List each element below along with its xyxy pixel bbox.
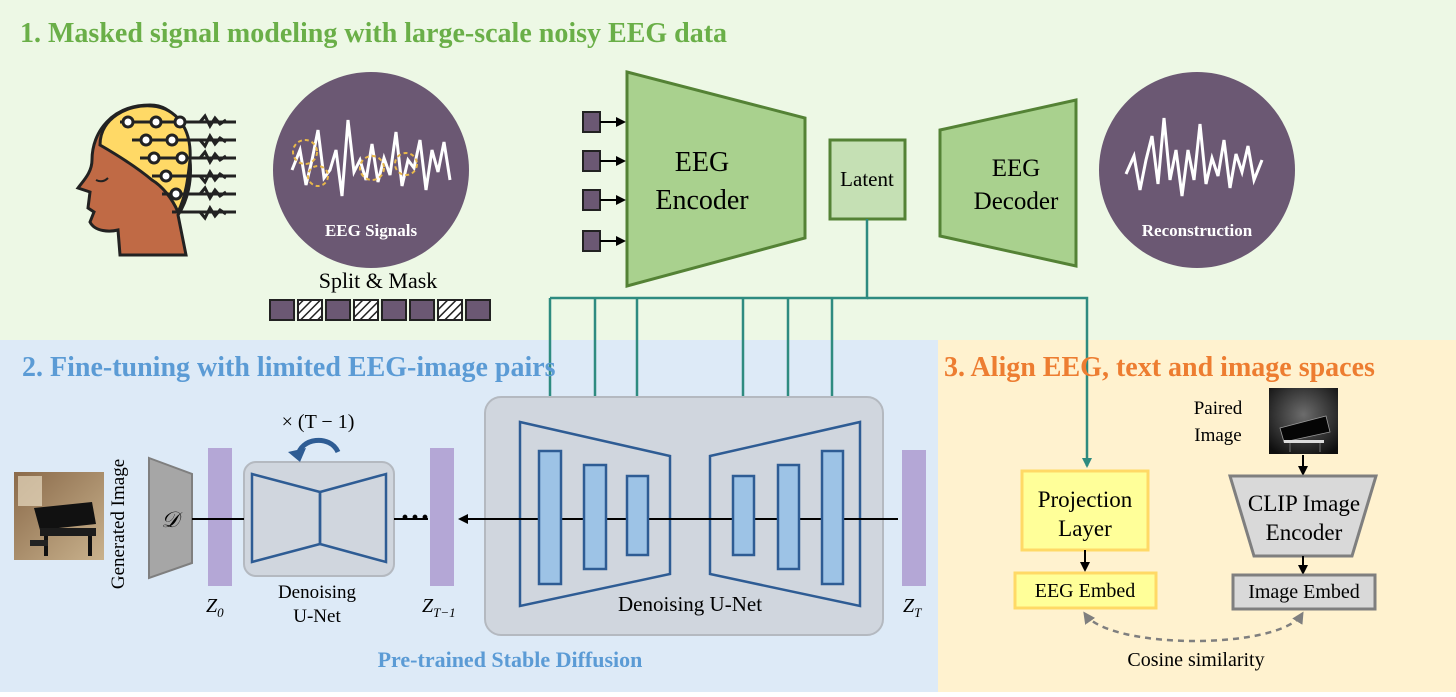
reconstruction-label: Reconstruction bbox=[1142, 221, 1253, 240]
encoder-input-tokens bbox=[582, 111, 626, 252]
repeat-label: × (T − 1) bbox=[282, 411, 355, 433]
decoder-label-2: Decoder bbox=[974, 188, 1059, 215]
eeg-signals-label: EEG Signals bbox=[325, 221, 418, 240]
unet-block-dec-2 bbox=[776, 463, 801, 571]
image-embed-label: Image Embed bbox=[1248, 581, 1360, 603]
decoder-label-1: EEG bbox=[992, 155, 1041, 182]
big-denoising-unet: Denoising U-Net bbox=[458, 396, 898, 636]
ellipsis: ··· bbox=[400, 501, 430, 534]
unet-block-enc-3 bbox=[625, 474, 650, 557]
reconstruction-circle: Reconstruction bbox=[1099, 72, 1295, 268]
vae-decoder: 𝒟 bbox=[148, 456, 193, 580]
generated-image-label: Generated Image bbox=[108, 459, 129, 589]
latent-label: Latent bbox=[840, 167, 894, 191]
projection-label-2: Layer bbox=[1058, 516, 1112, 541]
split-mask-label: Split & Mask bbox=[319, 268, 438, 293]
grand-piano-photo bbox=[1269, 388, 1338, 454]
unet-block-enc-2 bbox=[582, 463, 608, 571]
latent-zt-bar bbox=[902, 450, 926, 586]
section-3-title: 3. Align EEG, text and image spaces bbox=[944, 352, 1375, 383]
projection-layer: Projection Layer bbox=[1020, 469, 1150, 552]
masked-patch-strip bbox=[269, 299, 491, 321]
small-unet-label-1: Denoising bbox=[278, 582, 357, 603]
paired-image-label-1: Paired bbox=[1194, 398, 1243, 419]
eeg-embed-label: EEG Embed bbox=[1035, 580, 1136, 602]
panel-3-background bbox=[938, 340, 1456, 692]
image-embed-box: Image Embed bbox=[1231, 573, 1377, 611]
zt-label: ZT bbox=[903, 595, 922, 620]
encoder-label-2: Encoder bbox=[655, 185, 749, 216]
z0-label: Z0 bbox=[206, 595, 224, 620]
small-unet-label-2: U-Net bbox=[293, 606, 341, 627]
latent-zt1-bar bbox=[430, 448, 454, 586]
clip-image-encoder: CLIP Image Encoder bbox=[1227, 474, 1379, 558]
zt1-label: ZT−1 bbox=[422, 595, 456, 620]
piano-room-photo bbox=[14, 472, 104, 560]
cosine-similarity-arrow bbox=[1083, 611, 1304, 643]
unet-block-dec-3 bbox=[820, 449, 845, 586]
pretrained-sd-label: Pre-trained Stable Diffusion bbox=[378, 647, 643, 672]
section-2-title: 2. Fine-tuning with limited EEG-image pa… bbox=[22, 352, 556, 383]
encoder-label-1: EEG bbox=[675, 147, 729, 178]
clip-label-1: CLIP Image bbox=[1248, 491, 1360, 516]
projection-label-1: Projection bbox=[1038, 487, 1133, 512]
cosine-similarity-label: Cosine similarity bbox=[1127, 649, 1264, 671]
reconstructed-waveform bbox=[1124, 117, 1264, 197]
unet-block-dec-1 bbox=[731, 474, 756, 557]
latent-box: Latent bbox=[828, 138, 907, 221]
unet-block-enc-1 bbox=[537, 449, 563, 586]
eeg-waveform bbox=[290, 119, 452, 197]
circular-arrow-icon bbox=[288, 437, 341, 462]
head-with-electrodes-icon bbox=[75, 103, 236, 257]
small-denoising-unet: Denoising U-Net bbox=[243, 461, 395, 627]
eeg-embed-box: EEG Embed bbox=[1013, 571, 1158, 610]
section-1-title: 1. Masked signal modeling with large-sca… bbox=[20, 18, 727, 49]
eeg-decoder: EEG Decoder bbox=[938, 98, 1078, 268]
paired-image-label-2: Image bbox=[1194, 425, 1241, 446]
decoder-symbol: 𝒟 bbox=[161, 507, 183, 532]
latent-z0-bar bbox=[208, 448, 232, 586]
big-unet-label: Denoising U-Net bbox=[618, 592, 762, 616]
clip-label-2: Encoder bbox=[1266, 520, 1343, 545]
eeg-encoder: EEG Encoder bbox=[625, 70, 807, 288]
eeg-signals-circle: EEG Signals bbox=[273, 72, 469, 268]
